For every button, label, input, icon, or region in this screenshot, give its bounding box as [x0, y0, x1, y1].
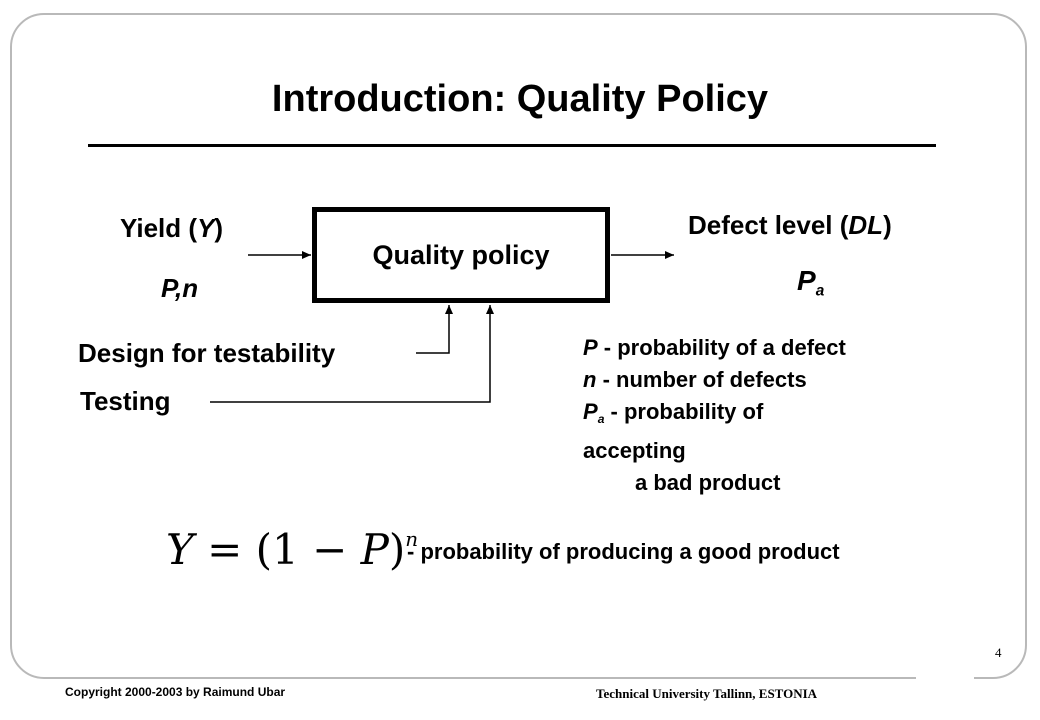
testing-label: Testing: [80, 386, 171, 416]
pn-label: P,n: [161, 273, 199, 303]
legend: P - probability of a defect n - number o…: [583, 332, 846, 499]
page-number: 4: [995, 645, 1002, 660]
dft-label: Design for testability: [78, 338, 336, 368]
legend-bad-product: a bad product: [635, 470, 781, 496]
legend-p: P - probability of a defect: [583, 335, 846, 360]
frame-notch: [916, 668, 974, 690]
legend-n: n - number of defects: [583, 367, 807, 392]
quality-policy-label: Quality policy: [372, 239, 550, 270]
legend-pa: Pa - probability of: [583, 399, 764, 427]
slide-title: Introduction: Quality Policy: [271, 78, 769, 120]
defect-level-label: Defect level (DL): [688, 210, 892, 240]
legend-accepting: accepting: [583, 438, 686, 464]
slide-frame: [10, 13, 1027, 679]
yield-formula: Y = (1 − P)n: [166, 525, 419, 574]
pa-label: Pa: [797, 265, 825, 300]
title-underline: [88, 144, 936, 147]
yield-label: Yield (Y): [120, 213, 224, 243]
testing-connector: [210, 305, 494, 403]
formula-description: - probability of producing a good produc…: [407, 539, 840, 564]
dft-connector: [416, 305, 453, 354]
quality-policy-box: Quality policy: [312, 207, 610, 303]
copyright: Copyright 2000-2003 by Raimund Ubar: [65, 685, 286, 699]
institution: Technical University Tallinn, ESTONIA: [596, 686, 818, 701]
